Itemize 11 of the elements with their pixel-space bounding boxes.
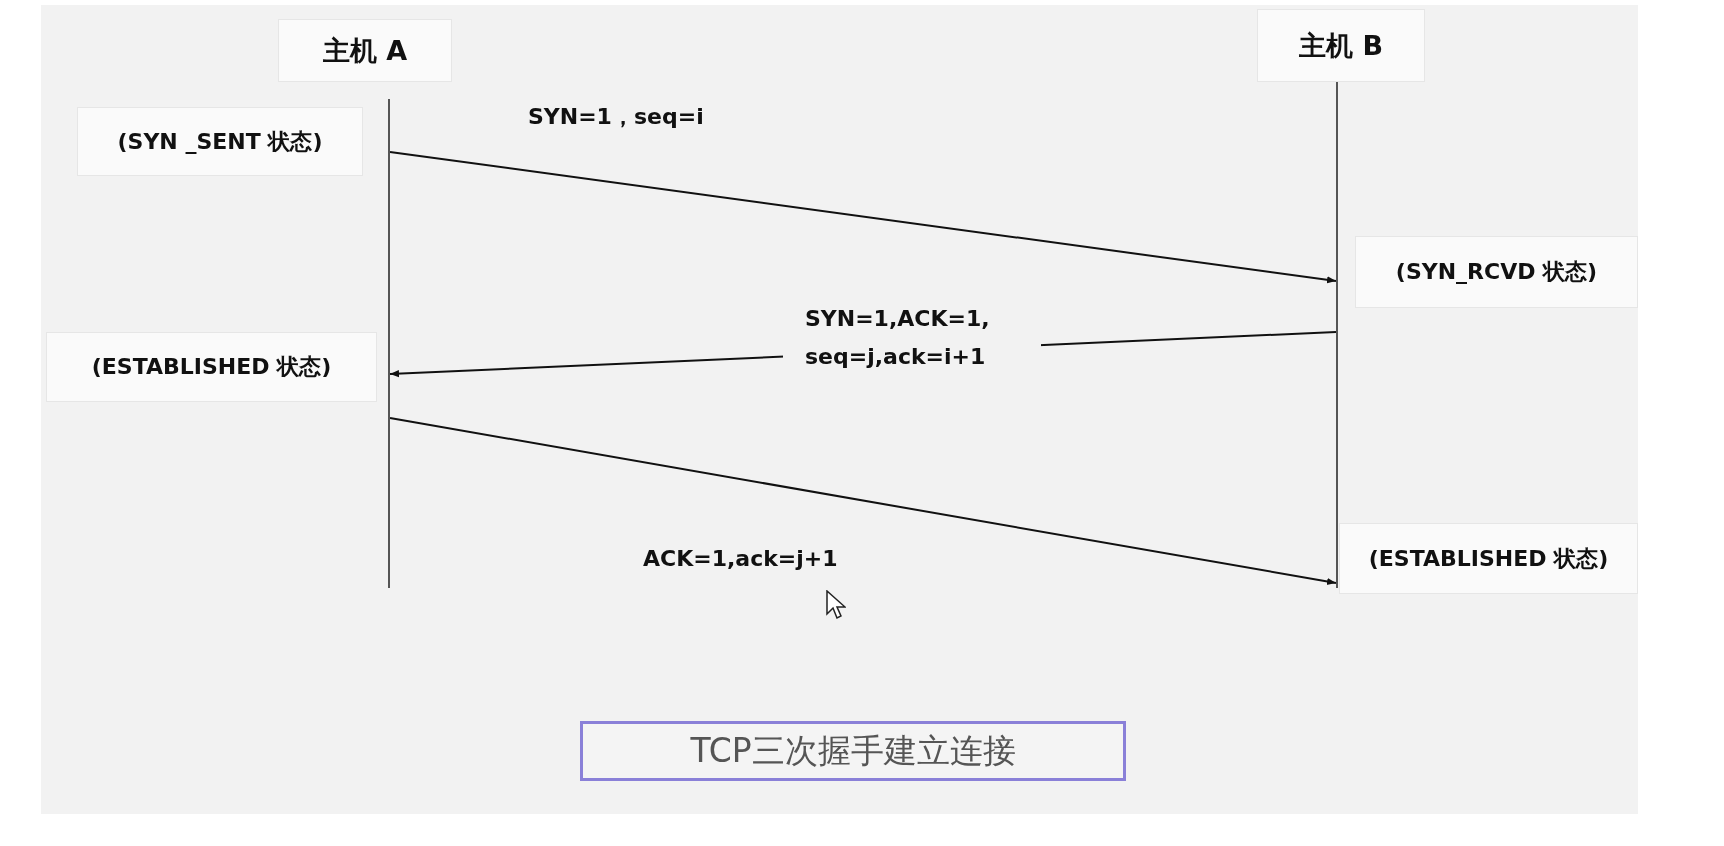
state-label: (SYN _SENT 状态) [77, 107, 363, 176]
state-label: (SYN_RCVD 状态) [1355, 236, 1638, 308]
arrow [389, 417, 1337, 585]
arrow [389, 151, 1337, 284]
lifeline [388, 99, 390, 588]
state-label: (ESTABLISHED 状态) [46, 332, 377, 402]
caption-box: TCP三次握手建立连接 [580, 721, 1126, 781]
host-label: 主机 A [278, 19, 452, 82]
lifeline [1336, 82, 1338, 588]
state-label: (ESTABLISHED 状态) [1339, 523, 1638, 594]
host-label: 主机 B [1257, 9, 1425, 82]
